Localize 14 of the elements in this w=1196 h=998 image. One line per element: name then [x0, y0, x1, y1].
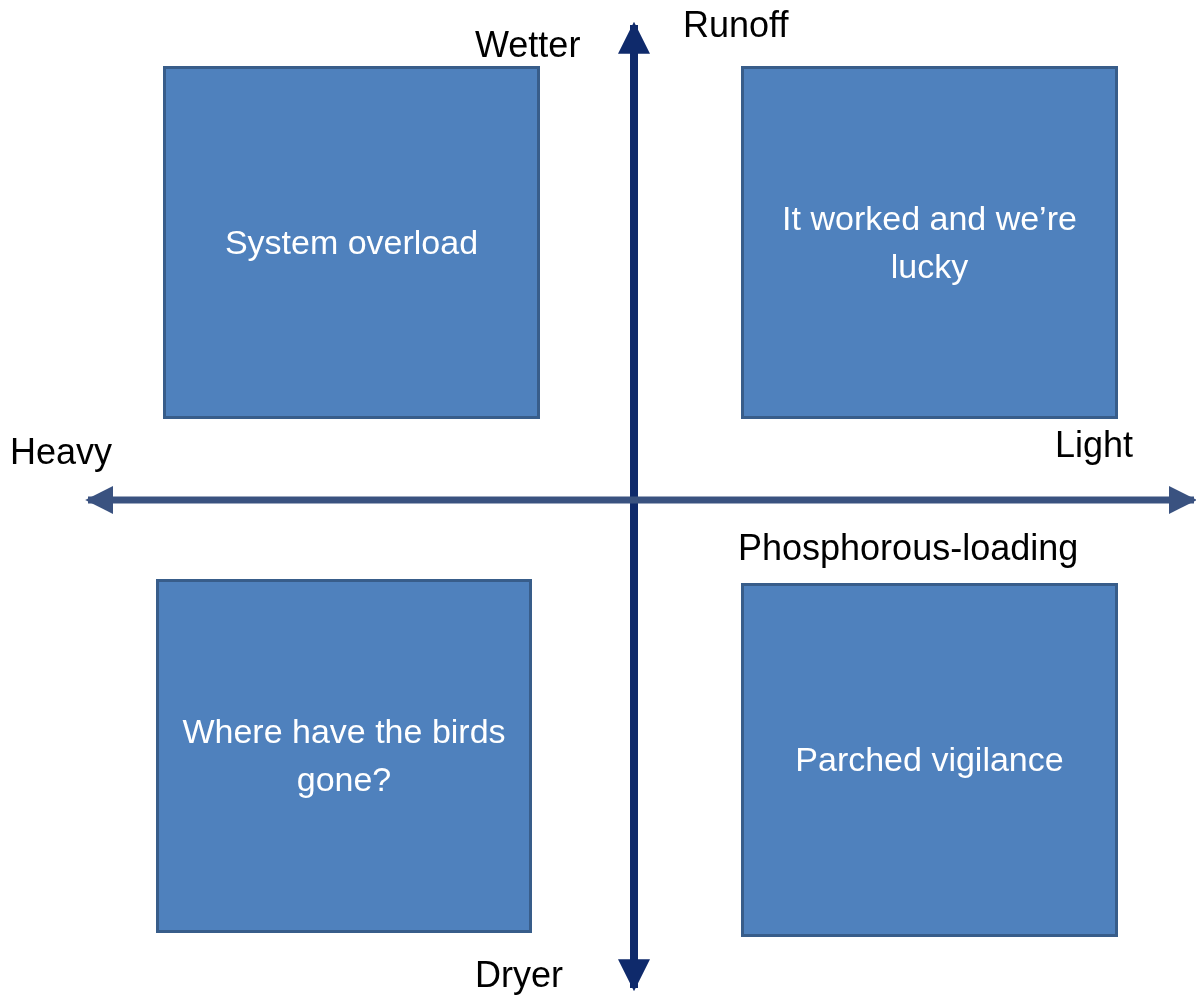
quadrant-box: [156, 579, 532, 933]
quadrant-box: [163, 66, 540, 419]
axis-label: Heavy: [10, 434, 113, 470]
quadrant-box: [741, 583, 1118, 937]
quadrant-title: System overload: [223, 221, 480, 263]
axis-label: Runoff: [683, 7, 789, 43]
axis-label: Light: [1055, 427, 1134, 463]
quadrant-title: Where have the birds gone?: [181, 711, 507, 800]
axis-label: Phosphorous-loading: [738, 530, 1079, 566]
quadrant-title: It worked and we’re lucky: [781, 197, 1078, 287]
axis-label: Dryer: [475, 957, 563, 993]
axis-label: Wetter: [475, 27, 581, 63]
quadrant-title: Parched vigilance: [794, 739, 1065, 781]
quadrant-box: [741, 66, 1118, 419]
